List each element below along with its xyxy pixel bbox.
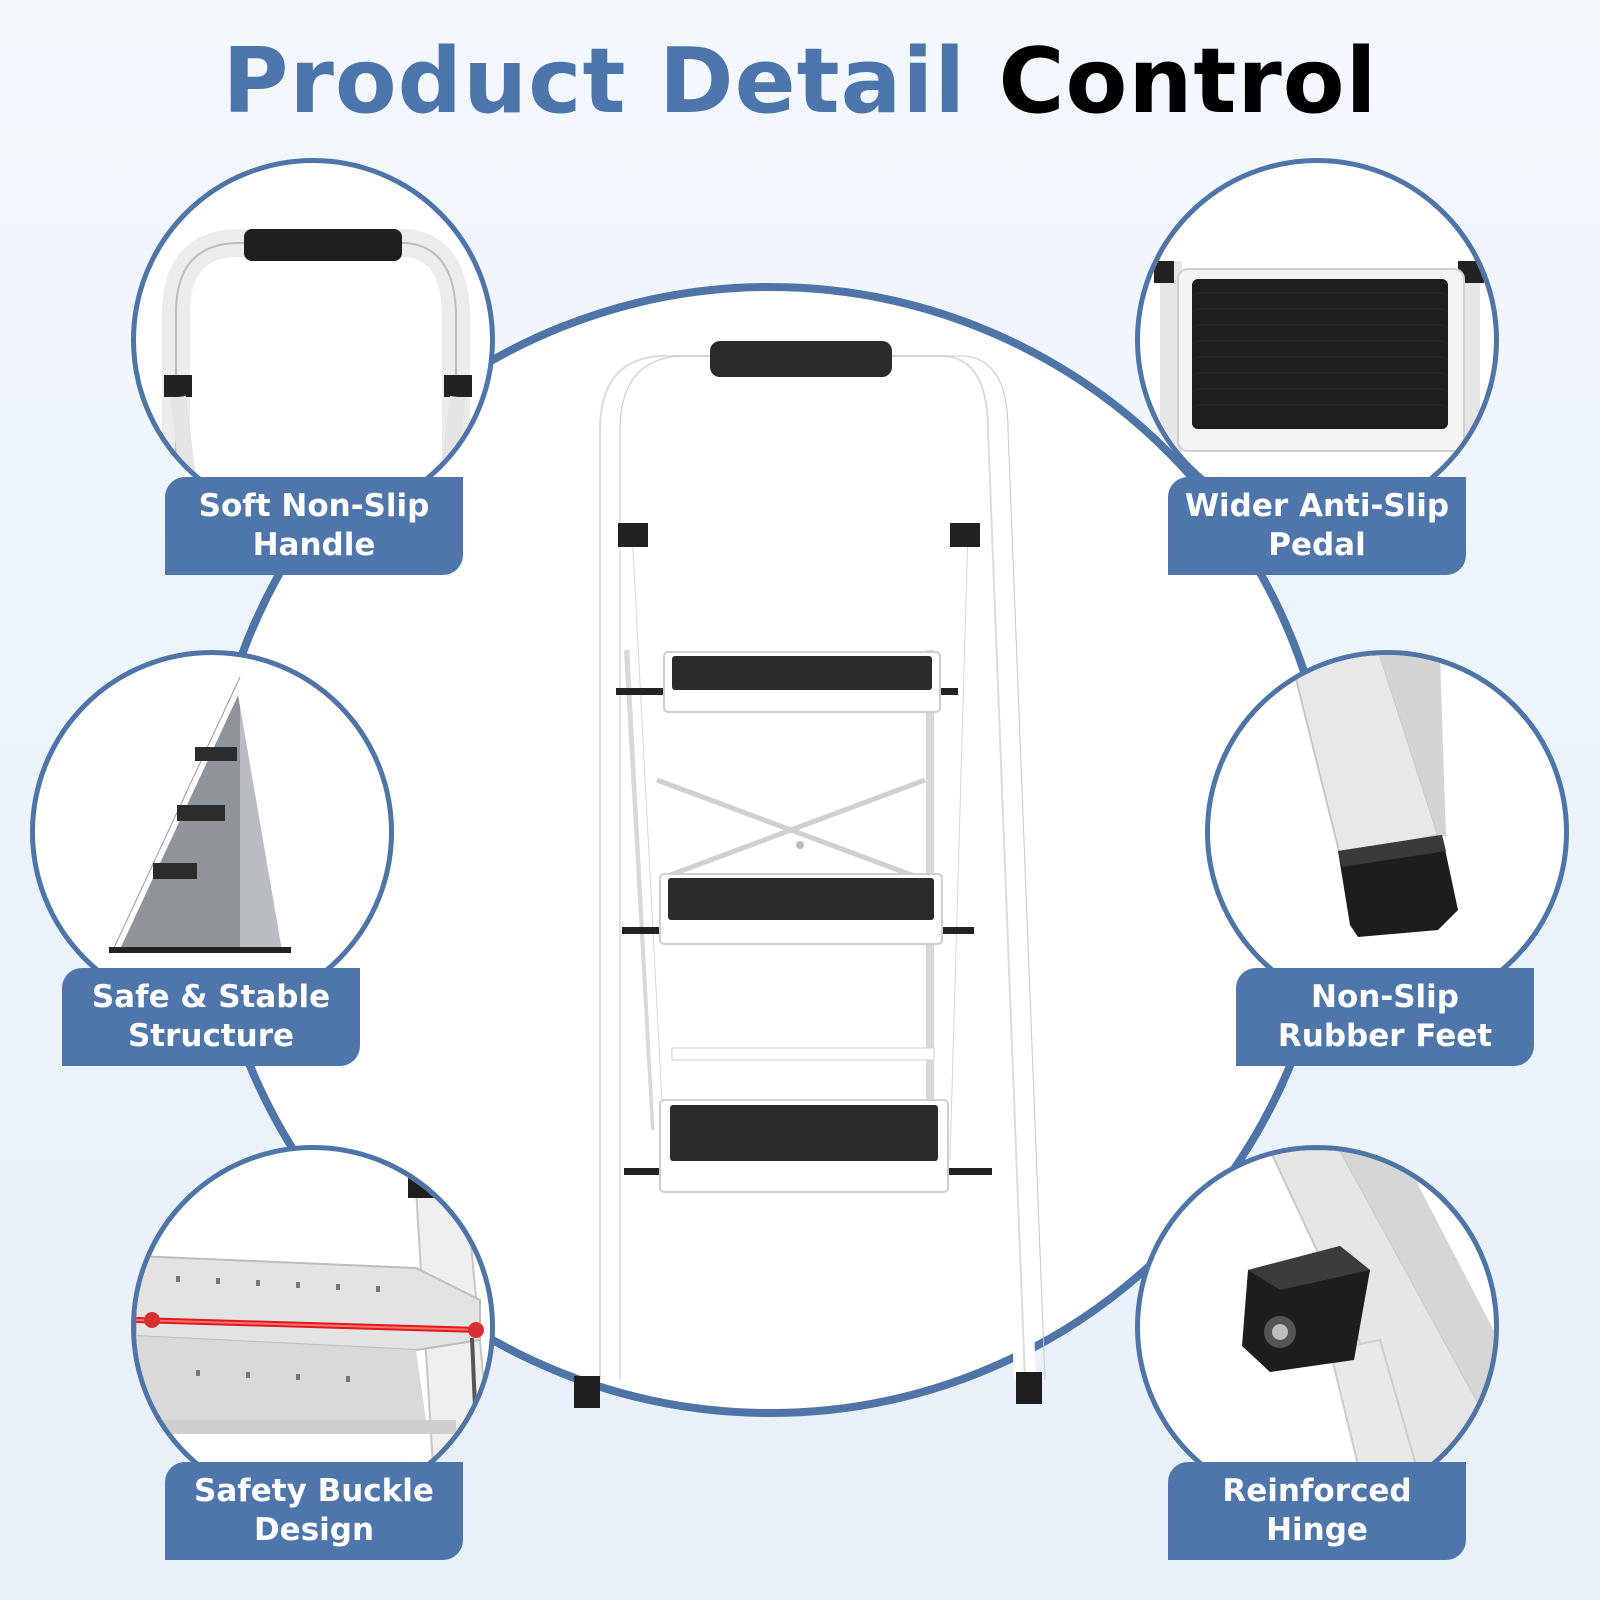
title-part-1: Product Detail (222, 29, 967, 134)
feature-label-handle: Soft Non-Slip Handle (165, 477, 463, 575)
title-part-2: Control (998, 29, 1378, 134)
side-profile-image (107, 674, 292, 953)
feature-label-hinge: Reinforced Hinge (1168, 1462, 1466, 1560)
safety-buckle-detail-circle (131, 1145, 495, 1509)
page-title: Product Detail Control (0, 22, 1600, 142)
feature-label-rubber-feet: Non-Slip Rubber Feet (1236, 968, 1534, 1066)
feature-label-safety-buckle: Safety Buckle Design (165, 1462, 463, 1560)
structure-detail-circle (30, 650, 394, 1014)
pedal-detail-circle (1135, 158, 1499, 522)
handle-detail-circle (131, 158, 495, 522)
safety-buckle-closeup-image (136, 1172, 490, 1504)
step-ladder-image (574, 341, 1046, 1408)
pedal-closeup-image (1154, 261, 1484, 481)
feature-label-structure: Safe & Stable Structure (62, 968, 360, 1066)
rubber-feet-detail-circle (1205, 650, 1569, 1014)
handle-closeup-image (162, 229, 472, 517)
hinge-closeup-image (1242, 1150, 1494, 1504)
rubber-foot-closeup-image (1288, 655, 1458, 937)
feature-label-pedal: Wider Anti-Slip Pedal (1168, 477, 1466, 575)
hinge-detail-circle (1135, 1145, 1499, 1509)
